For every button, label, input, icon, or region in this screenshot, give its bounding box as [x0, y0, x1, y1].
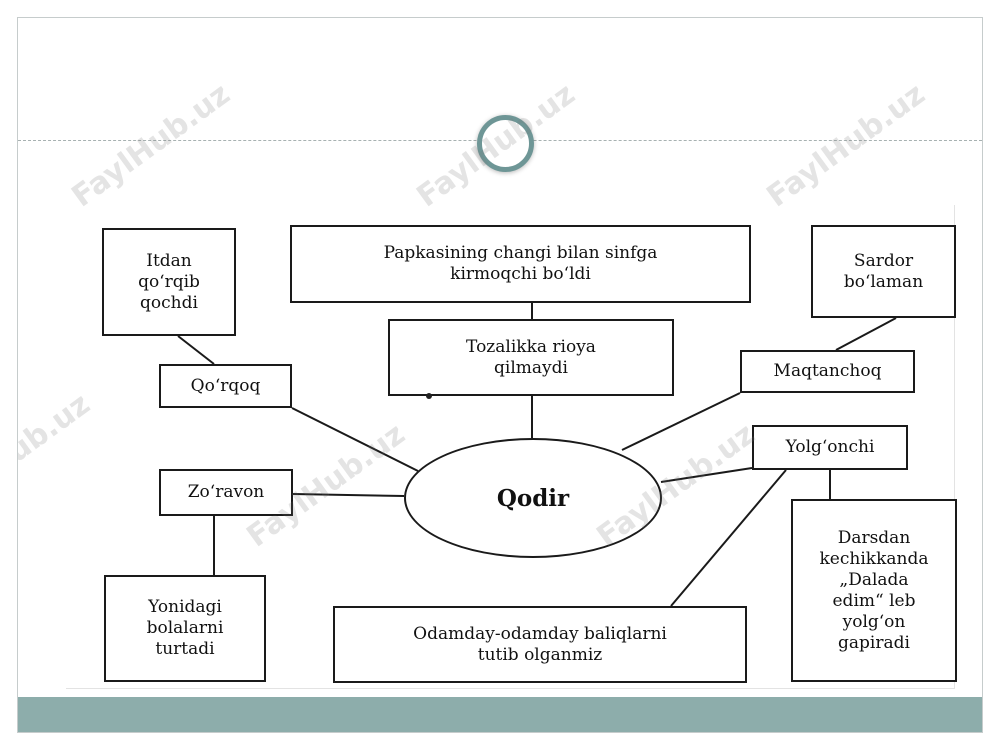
node-top-box: Papkasining changi bilan sinfga kirmoqch… — [290, 225, 751, 303]
ring-ornament-icon — [477, 115, 534, 172]
node-center: Qodir — [404, 438, 662, 558]
node-qorqoq: Qo‘rqoq — [159, 364, 292, 408]
node-odamday: Odamday-odamday baliqlarni tutib olganmi… — [333, 606, 747, 683]
slide: Papkasining changi bilan sinfga kirmoqch… — [17, 17, 983, 733]
connector-lines — [177, 303, 897, 607]
link-qorqoq-center — [291, 407, 419, 472]
node-itdan: Itdan qo‘rqib qochdi — [102, 228, 236, 336]
link-sardor-maqtanchoq — [835, 317, 897, 351]
scan-speck — [426, 393, 432, 399]
node-yonidagi: Yonidagi bolalarni turtadi — [104, 575, 266, 682]
node-sardor: Sardor bo‘laman — [811, 225, 956, 318]
node-yolgonchi: Yolg‘onchi — [752, 425, 908, 470]
link-zoravon-center — [292, 493, 405, 497]
node-maqtanchoq: Maqtanchoq — [740, 350, 915, 393]
node-tozalik: Tozalikka rioya qilmaydi — [388, 319, 674, 396]
footer-bar — [18, 697, 982, 732]
link-yolgonchi-odamday — [670, 469, 787, 607]
node-darsdan: Darsdan kechikkanda „Dalada edim“ leb yo… — [791, 499, 957, 682]
link-maqtanchoq-center — [621, 392, 741, 451]
mind-map-figure: Papkasining changi bilan sinfga kirmoqch… — [66, 205, 957, 689]
link-center-yolgonchi — [660, 467, 753, 483]
watermark-3: FaylHub.uz — [760, 76, 932, 215]
node-zoravon: Zo‘ravon — [159, 469, 293, 516]
link-itdan-qorqoq — [177, 335, 215, 365]
watermark-1: FaylHub.uz — [65, 76, 237, 215]
